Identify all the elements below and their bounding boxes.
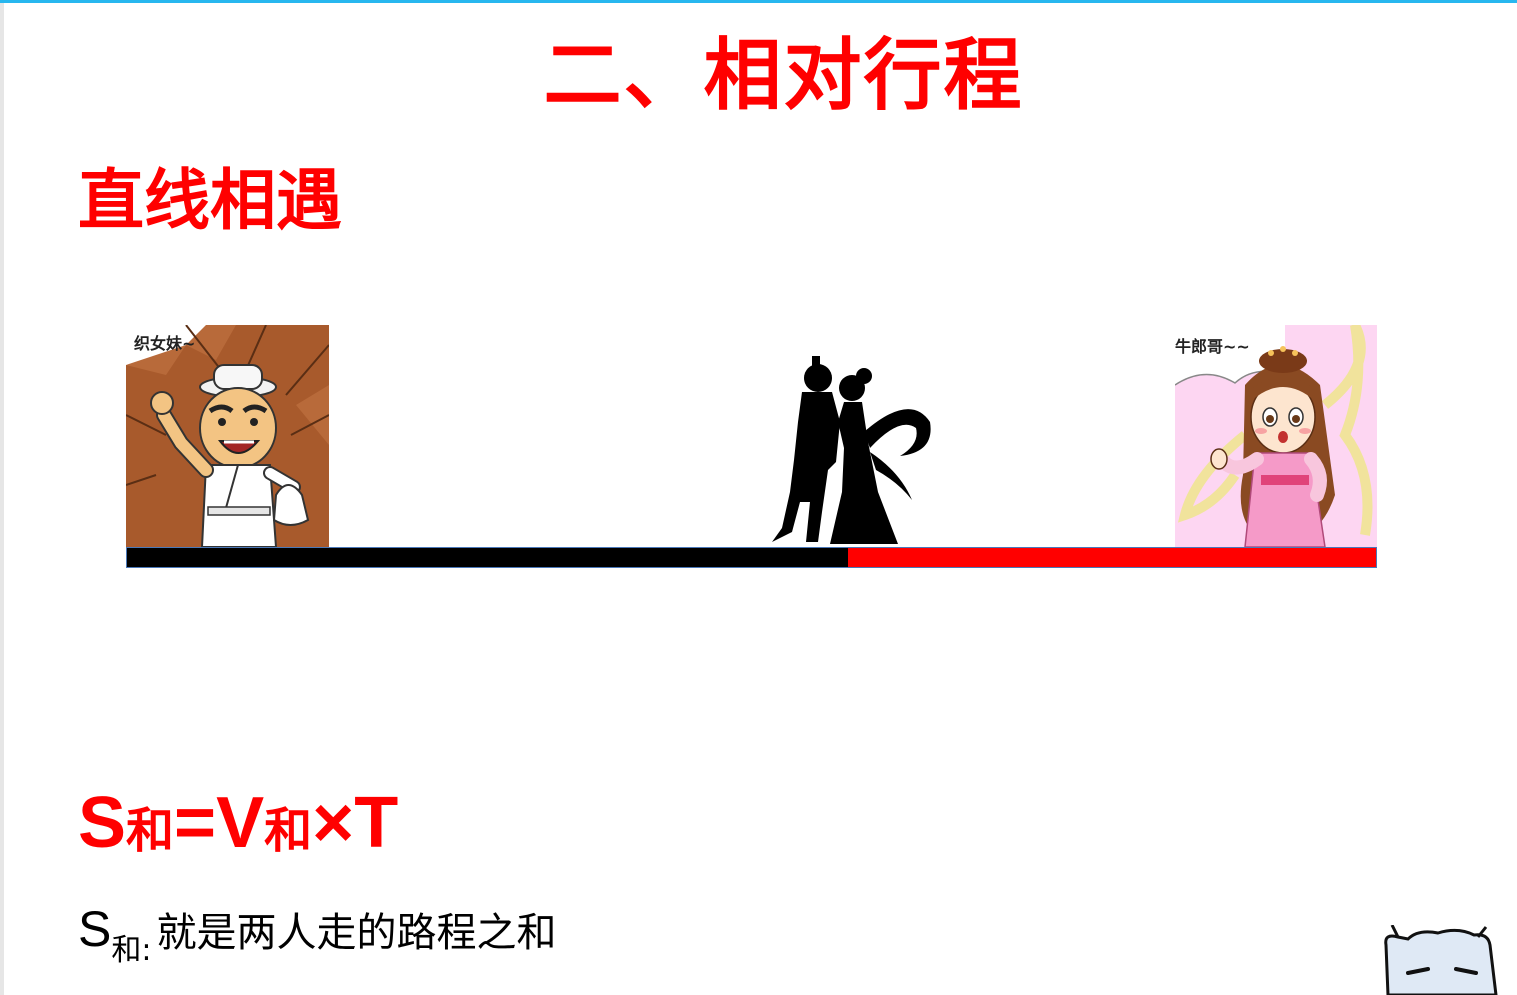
mascot-character: [1384, 925, 1498, 995]
cowherd-cartoon: 织女妹~: [126, 325, 329, 547]
formula-times-t: ×T: [312, 783, 399, 863]
weaver-girl-distance-segment: [848, 548, 1376, 567]
definition-colon: :: [141, 933, 152, 968]
cowherd-illustration: [126, 325, 329, 547]
slide-title: 二、相对行程: [543, 31, 1024, 121]
definition-subscript: 和: [111, 933, 142, 968]
couple-silhouette: [772, 356, 931, 544]
cowherd-distance-segment: [127, 548, 848, 567]
formula-s: S: [78, 783, 127, 863]
formula-s-subscript: 和: [126, 805, 175, 858]
formula-equals: =: [174, 783, 217, 863]
formula-v: V: [216, 783, 265, 863]
section-heading: 直线相遇: [78, 162, 342, 239]
meeting-track: [126, 547, 1377, 568]
definition-symbol: S: [78, 901, 112, 957]
weaver-girl-cartoon: 牛郎哥~~: [1175, 325, 1377, 547]
formula: S和=V和×T: [78, 778, 398, 888]
left-margin-rule: [0, 3, 4, 995]
formula-v-subscript: 和: [264, 805, 313, 858]
cowherd-speech: 织女妹~: [134, 334, 196, 353]
definition-line: S和: 就是两人走的路程之和: [78, 894, 557, 976]
top-accent-rule: [0, 0, 1517, 3]
weaver-girl-speech: 牛郎哥~~: [1175, 337, 1250, 356]
definition-text: 就是两人走的路程之和: [156, 910, 557, 956]
weaver-girl-illustration: [1175, 325, 1373, 547]
